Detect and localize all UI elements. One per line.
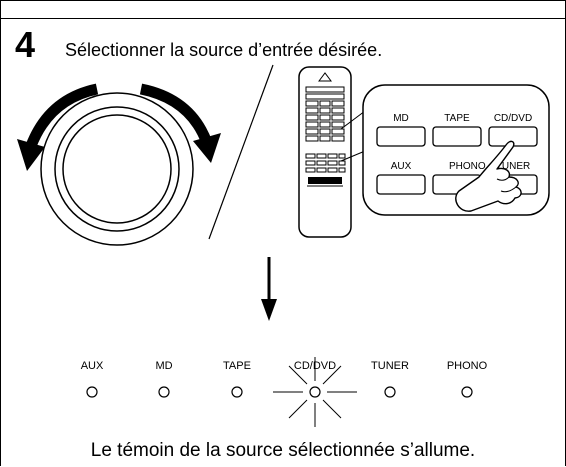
indicator-led-aux <box>86 386 98 398</box>
svg-text:TUNER: TUNER <box>496 161 530 172</box>
callout-leader-top <box>340 110 366 130</box>
indicator-led-md <box>158 386 170 398</box>
svg-text:TAPE: TAPE <box>444 113 470 124</box>
separator-line <box>208 64 274 240</box>
indicator-led-cd-dvd <box>309 386 321 398</box>
svg-text:AUX: AUX <box>391 161 412 172</box>
remote-button-cd-dvd: CD/DVD <box>488 113 538 147</box>
indicator-label-aux: AUX <box>81 360 104 372</box>
indicator-led-phono <box>461 386 473 398</box>
step-instruction: Sélectionner la source d’entrée désirée. <box>65 40 383 60</box>
indicator-label-tuner: TUNER <box>371 360 409 372</box>
remote-button-tape: TAPE <box>432 113 482 147</box>
indicator-label-tape: TAPE <box>223 360 251 372</box>
svg-text:PHONO: PHONO <box>449 161 486 172</box>
indicator-label-md: MD <box>155 360 172 372</box>
svg-text:MD: MD <box>393 113 409 124</box>
lit-indicator-icon <box>273 357 357 427</box>
input-selector-knob <box>40 92 194 246</box>
callout-leader-bottom <box>340 150 366 162</box>
rotate-knob-arrows-icon <box>17 83 221 171</box>
top-rule <box>1 1 565 19</box>
pointing-hand-icon <box>455 140 522 212</box>
indicator-label-phono: PHONO <box>447 360 488 372</box>
indicator-led-tuner <box>384 386 396 398</box>
remote-button-aux: AUX <box>376 161 426 195</box>
result-caption: Le témoin de la source sélectionnée s’al… <box>90 440 476 461</box>
remote-control-icon <box>298 66 352 238</box>
indicator-led-tape <box>231 386 243 398</box>
down-arrow-icon <box>261 257 277 321</box>
remote-button-md: MD <box>376 113 426 147</box>
step-number: 4 <box>15 24 36 65</box>
svg-text:CD/DVD: CD/DVD <box>494 113 532 124</box>
